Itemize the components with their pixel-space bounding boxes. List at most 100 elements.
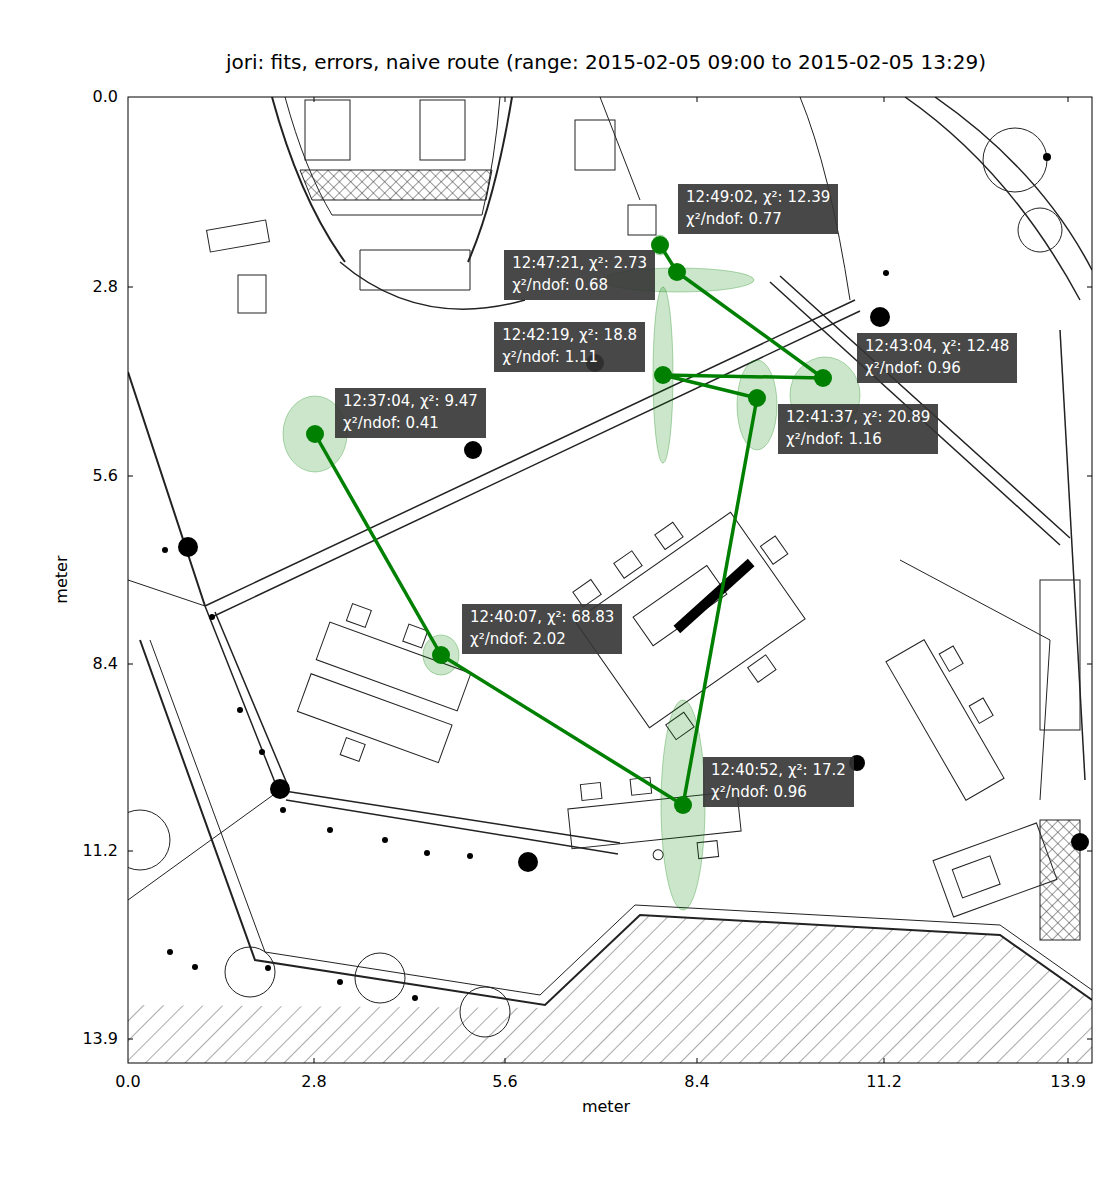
column <box>870 307 890 327</box>
small-column <box>337 979 343 985</box>
furniture <box>207 220 270 252</box>
route-segment <box>683 398 757 805</box>
room-wall <box>205 300 860 617</box>
hatched-area <box>128 915 1092 1063</box>
route-segment <box>677 272 823 378</box>
annotation-text: χ²/ndof: 2.02 <box>470 629 614 651</box>
cabinet <box>1040 580 1080 730</box>
small-column <box>259 749 265 755</box>
route-segment <box>441 655 683 805</box>
route-point <box>432 646 450 664</box>
annotation-text: χ²/ndof: 0.68 <box>512 275 647 297</box>
tick-label: 5.6 <box>492 1072 517 1091</box>
axis-label: meter <box>52 556 71 604</box>
room-wall <box>205 606 288 790</box>
x-ticks <box>314 97 1068 1063</box>
furniture <box>575 120 615 170</box>
annotation-box: 12:37:04, χ²: 9.47χ²/ndof: 0.41 <box>335 388 486 438</box>
chair <box>655 522 683 549</box>
chair <box>573 580 601 607</box>
desk-cluster <box>289 599 480 787</box>
annotation-box: 12:42:19, χ²: 18.8χ²/ndof: 1.11 <box>494 322 645 372</box>
error-ellipse <box>661 700 705 910</box>
tick-label: 11.2 <box>866 1072 902 1091</box>
axes-frame <box>128 97 1092 1063</box>
door-arc <box>128 810 170 870</box>
column <box>464 441 482 459</box>
chair <box>580 782 602 800</box>
small-column <box>162 547 168 553</box>
annotation-text: 12:40:07, χ²: 68.83 <box>470 607 614 629</box>
plant <box>653 849 664 860</box>
small-column <box>167 949 173 955</box>
tick-label: 13.9 <box>1050 1072 1086 1091</box>
small-column <box>382 837 388 843</box>
counter-outline <box>272 97 512 262</box>
hatched-strip <box>300 170 492 200</box>
small-column <box>265 965 271 971</box>
room-wall <box>900 560 1050 800</box>
annotation-text: χ²/ndof: 1.11 <box>502 347 637 369</box>
annotation-text: χ²/ndof: 1.16 <box>786 429 930 451</box>
bar <box>673 559 754 633</box>
route-point <box>814 369 832 387</box>
annotation-text: 12:49:02, χ²: 12.39 <box>686 187 830 209</box>
door-arc <box>460 987 510 1037</box>
route-segment <box>315 434 441 655</box>
desk <box>886 640 1004 801</box>
annotation-text: 12:41:37, χ²: 20.89 <box>786 407 930 429</box>
route-point <box>651 236 669 254</box>
small-column <box>412 995 418 1001</box>
route-point <box>748 389 766 407</box>
curved-desk <box>340 262 525 309</box>
tick-label: 0.0 <box>115 1072 140 1091</box>
annotation-text: 12:42:19, χ²: 18.8 <box>502 325 637 347</box>
small-column <box>467 853 473 859</box>
tick-label: 8.4 <box>684 1072 709 1091</box>
error-ellipse <box>423 635 459 675</box>
room-wall <box>770 276 1070 545</box>
curved-wall <box>905 97 1092 300</box>
column <box>270 779 290 799</box>
annotation-text: 12:43:04, χ²: 12.48 <box>865 336 1009 358</box>
small-column <box>192 964 198 970</box>
tick-label: 0.0 <box>93 87 118 106</box>
small-column <box>209 614 215 620</box>
outer-wall <box>128 372 1092 1005</box>
y-ticks <box>128 287 1092 1039</box>
route-segment <box>663 375 757 398</box>
plan-line <box>128 97 640 900</box>
route-segment <box>663 375 823 378</box>
route-point <box>654 366 672 384</box>
black-bar <box>673 559 754 633</box>
tick-label: 5.6 <box>93 466 118 485</box>
shelf <box>305 100 350 160</box>
room-wall <box>278 790 620 854</box>
desk <box>952 856 1000 898</box>
chair <box>939 646 963 671</box>
desk <box>297 674 452 763</box>
door-arc <box>983 128 1047 192</box>
tick-label: 13.9 <box>82 1029 118 1048</box>
tick-label: 2.8 <box>301 1072 326 1091</box>
chair <box>614 551 642 578</box>
small-column <box>237 707 243 713</box>
annotation-text: 12:37:04, χ²: 9.47 <box>343 391 478 413</box>
column <box>518 852 538 872</box>
small-column <box>280 807 286 813</box>
annotation-text: χ²/ndof: 0.96 <box>711 782 846 804</box>
machine <box>628 205 656 235</box>
plot-title: jori: fits, errors, naive route (range: … <box>226 50 986 74</box>
chair <box>748 655 776 682</box>
tick-label: 2.8 <box>93 277 118 296</box>
chair <box>969 698 993 723</box>
tick-label: 11.2 <box>82 841 118 860</box>
annotation-text: χ²/ndof: 0.41 <box>343 413 478 435</box>
desk <box>316 622 471 711</box>
error-ellipse <box>653 287 673 463</box>
tick-marks <box>128 97 1092 1063</box>
desk <box>933 823 1057 917</box>
desk-cluster <box>886 629 1023 801</box>
small-column <box>424 850 430 856</box>
